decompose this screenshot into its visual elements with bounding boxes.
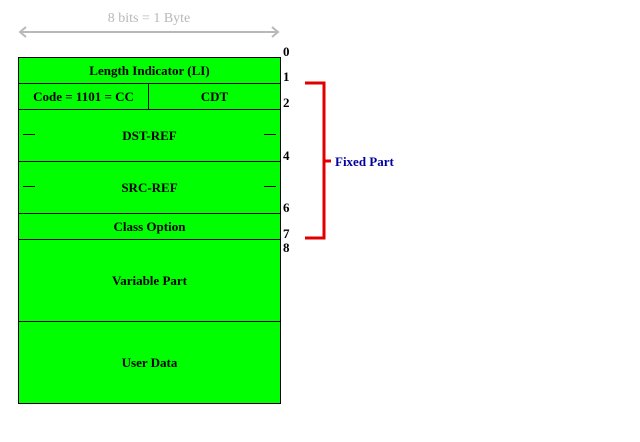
offset-6: 6 <box>283 200 290 215</box>
cdt-field: CDT <box>148 83 281 110</box>
dst-ref-right-tick <box>264 134 276 135</box>
user-data-field: User Data <box>18 321 281 404</box>
variable-part-field: Variable Part <box>18 239 281 322</box>
cdt-label: CDT <box>200 88 229 104</box>
src-ref-field: SRC-REF <box>18 161 281 214</box>
byte-width-label: 8 bits = 1 Byte <box>107 11 191 26</box>
class-option-label: Class Option <box>113 218 186 234</box>
fixed-part-label: Fixed Part <box>335 154 394 169</box>
src-ref-left-tick <box>23 186 35 187</box>
byte-width-arrow <box>18 26 280 38</box>
src-ref-label: SRC-REF <box>121 179 178 195</box>
code-label: Code = 1101 = CC <box>33 88 134 104</box>
user-data-label: User Data <box>121 354 178 370</box>
fixed-part-bracket <box>305 81 331 240</box>
variable-part-label: Variable Part <box>112 272 187 288</box>
length-indicator-field: Length Indicator (LI) <box>18 57 281 84</box>
offset-0: 0 <box>283 44 290 59</box>
offset-8: 8 <box>283 240 290 255</box>
dst-ref-left-tick <box>23 134 35 135</box>
offset-7: 7 <box>283 226 290 241</box>
dst-ref-field: DST-REF <box>18 109 281 162</box>
offset-1: 1 <box>283 69 290 84</box>
src-ref-right-tick <box>264 186 276 187</box>
class-option-field: Class Option <box>18 213 281 240</box>
dst-ref-label: DST-REF <box>122 127 177 143</box>
offset-2: 2 <box>283 95 290 110</box>
offset-4: 4 <box>283 148 290 163</box>
length-indicator-label: Length Indicator (LI) <box>89 62 210 78</box>
code-field: Code = 1101 = CC <box>18 83 149 110</box>
